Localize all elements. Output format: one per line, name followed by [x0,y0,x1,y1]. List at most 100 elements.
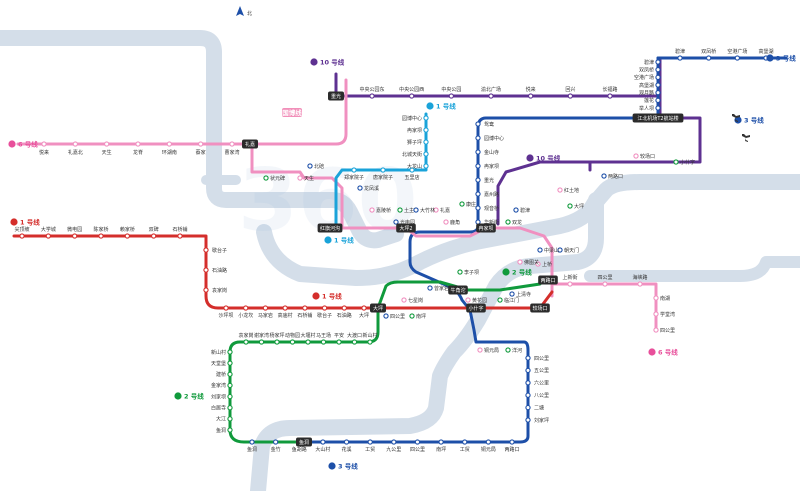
line-badge-label: 10 号线 [320,57,345,66]
station-dot [423,151,429,157]
station-dot [227,382,233,389]
line-badge-dot [328,462,336,470]
station-label: 悦来 [526,86,536,93]
yangtze-river-east [256,174,800,286]
station-dot [557,247,563,253]
station-dot [274,339,280,345]
transfer-station-label: 江北机场T2航站楼 [637,115,678,122]
station-dot [457,269,463,275]
station-label: 回兴 [565,86,575,93]
station-dot [380,167,386,173]
station-dot [448,93,454,99]
station-label: 两路口 [608,173,623,180]
station-dot [517,259,523,265]
station-dot [166,141,172,147]
station-label: 高堡湖 [639,82,654,89]
station-dot [243,305,249,311]
station-label: 空港广场 [727,48,747,55]
station-label: 红土地 [564,187,579,194]
svg-text:360: 360 [238,151,418,251]
station-dot [607,93,613,99]
station-label: 唐家院子 [373,174,393,181]
station-dot [423,127,429,133]
station-dot [509,439,515,445]
station-label: 尖顶坡 [14,226,29,233]
station-dot [177,233,183,239]
station-dot [567,203,573,209]
transfer-station-label: 鱼洞 [299,439,309,446]
station-dot [535,261,541,267]
station-label: 大渡口 [347,332,362,339]
station-dot [223,305,229,311]
line-6-west [16,78,348,146]
station-label: 冉家坝 [407,127,422,134]
station-dot [19,233,25,239]
station-label: 碧津 [520,207,530,214]
station-dot [397,207,403,213]
station-dot [537,247,543,253]
station-label: 双凤桥 [701,48,716,55]
station-label: 碧津 [644,59,654,66]
station-dot [272,439,279,445]
line-badge-dot [312,292,320,300]
station-label: 大竹林 [420,207,435,214]
station-dot [602,281,608,287]
station-dot [409,167,415,173]
transfer-station-label: 大坪2 [399,225,412,232]
station-dot [104,141,110,147]
station-dot [509,291,515,297]
station-label: 海峡路 [632,274,647,281]
station-dot [525,355,531,361]
station-label: 冉家坝 [484,163,499,170]
transfer-station-label: 礼嘉 [245,141,255,148]
station-dot [361,305,367,311]
station-label: 九公里 [386,446,401,453]
line-badge-label: 2 号线 [512,267,532,276]
line-badge-label: 3 号线 [776,53,796,62]
line-2-loop [228,306,380,444]
station-dot [427,285,433,291]
station-label: 工贸 [365,446,375,453]
transfer-station-box [476,223,496,233]
station-dot [41,141,47,147]
station-label: 大坪 [574,203,584,210]
station-label: 莲花 [644,97,654,104]
station-dot [367,339,373,345]
station-dot [45,233,51,239]
station-dot [151,233,157,239]
station-label: 袁家岗 [212,287,227,294]
transfer-station-box [632,113,684,123]
station-label: 天生 [102,149,112,156]
transfer-station-box [328,91,344,101]
station-label: 鱼洞 [247,446,257,453]
station-dot [320,339,327,345]
station-dot [351,339,358,345]
station-label: 新山村 [362,332,377,339]
station-dot [525,404,531,411]
station-dot [413,207,419,213]
station-label: 歇台子 [317,312,332,319]
north-label: 北 [247,10,252,17]
station-label: 大山村 [315,446,330,453]
station-dot [227,371,233,377]
transfer-station-box [296,437,312,447]
station-label: 北碚 [314,163,324,170]
station-label: 曹家湾 [224,149,239,156]
airplane-icon [732,114,740,122]
station-label: 五公里 [534,368,549,374]
station-label: 北城天街 [402,151,422,158]
line-badge-box [282,108,302,117]
station-dot [263,175,269,181]
station-dot [567,93,573,99]
station-label: 七星岗 [408,297,423,304]
station-dot [72,141,78,147]
station-label: 刘家坪 [534,417,549,424]
station-label: 临江门 [504,297,519,304]
station-dot [393,219,399,225]
transfer-station-label: 大坪 [373,305,383,312]
station-label: 大龙山 [407,163,422,170]
station-dot [369,207,375,213]
station-label: 大坪 [359,312,369,319]
station-label: 四公里 [390,314,405,320]
